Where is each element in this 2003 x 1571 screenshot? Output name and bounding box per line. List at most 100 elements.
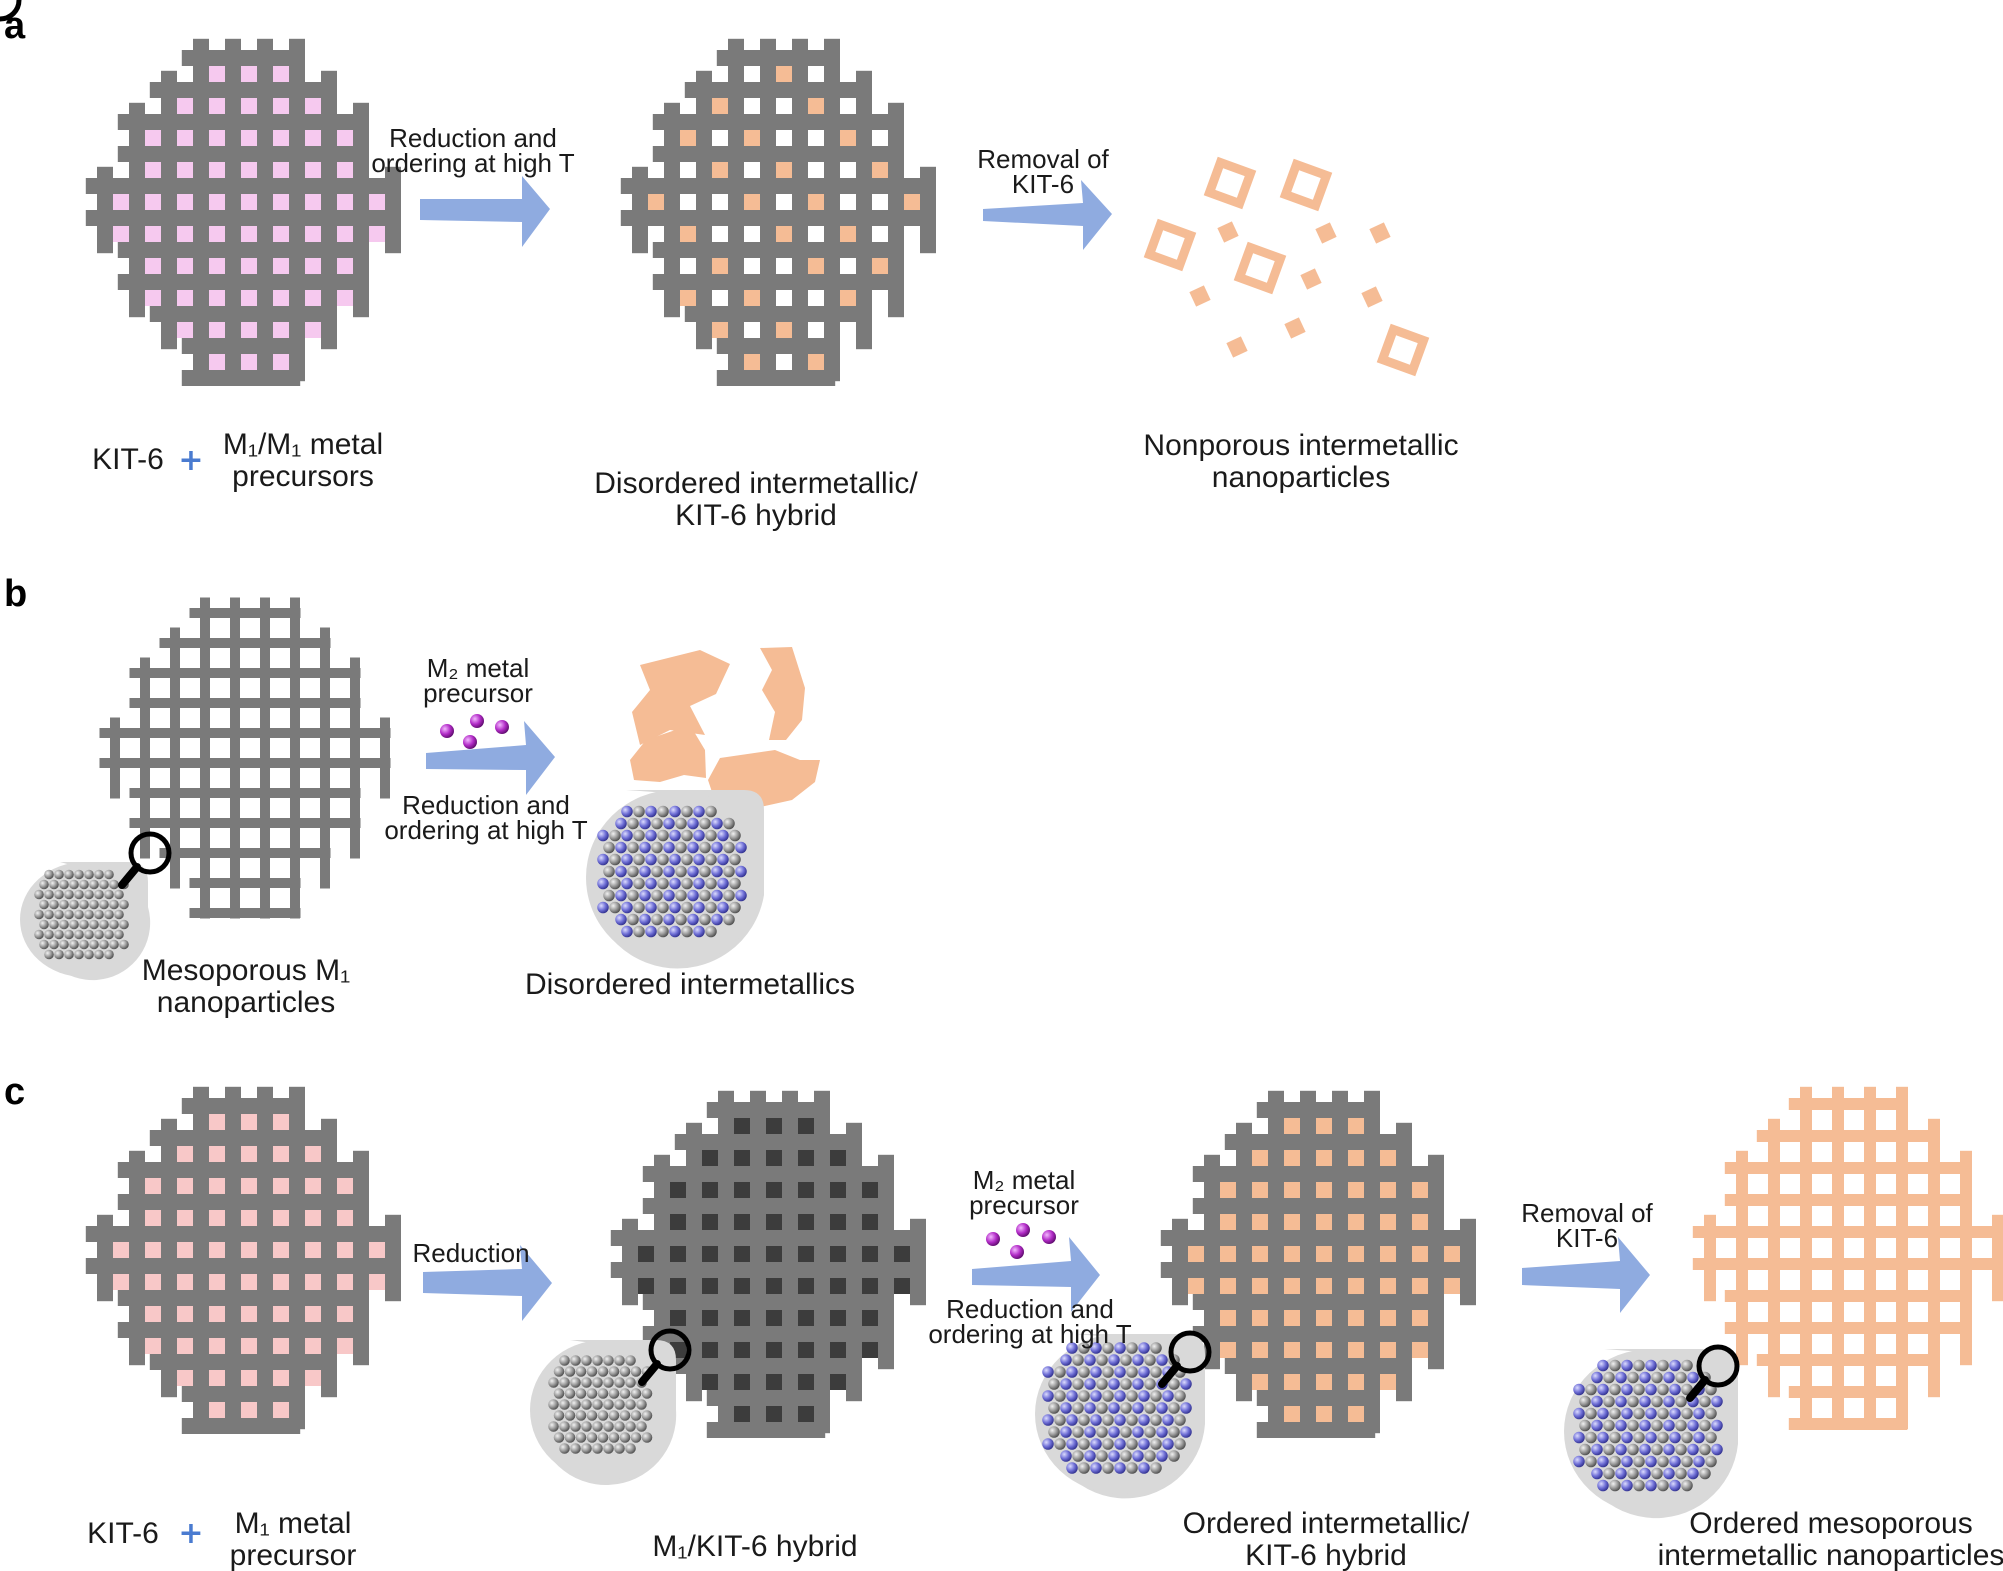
pore-fill <box>337 226 353 242</box>
framework-bar <box>1724 1290 1972 1302</box>
framework-bar <box>622 1218 638 1306</box>
pore-fill <box>798 1150 814 1166</box>
atom <box>630 1410 642 1421</box>
atom <box>603 1377 614 1388</box>
atom <box>1138 1390 1150 1402</box>
atom <box>675 865 687 878</box>
atom <box>564 1388 576 1399</box>
atom <box>1615 1443 1627 1456</box>
framework-bar <box>888 102 904 318</box>
atom <box>608 1366 620 1377</box>
atom <box>1669 1383 1681 1396</box>
atom <box>1072 1450 1084 1462</box>
atom <box>1132 1402 1144 1414</box>
pore-fill <box>830 1246 846 1262</box>
atom <box>609 853 621 866</box>
atom <box>49 899 59 910</box>
atom <box>44 949 54 960</box>
pore-fill <box>702 1310 718 1326</box>
atom <box>597 1366 609 1377</box>
framework-bar <box>189 878 301 888</box>
framework-bar <box>814 1090 830 1434</box>
pore-fill <box>894 1278 910 1294</box>
pore-fill <box>1348 1118 1364 1134</box>
pore-fill <box>1252 1310 1268 1326</box>
atom <box>570 1355 581 1366</box>
framework-bar <box>321 1118 337 1398</box>
framework-bar <box>718 1090 734 1434</box>
m2-precursor-atom <box>440 724 454 738</box>
intermetallic-blob <box>760 647 805 740</box>
pore-fill <box>1220 1246 1236 1262</box>
pore-fill <box>1188 1278 1204 1294</box>
panel-b-letter: b <box>4 573 27 615</box>
atom <box>79 919 89 930</box>
pore-fill <box>177 1306 193 1322</box>
atom <box>109 899 119 910</box>
framework-bar <box>1332 1090 1348 1434</box>
panel-a-nonporous-nanoparticles <box>1143 156 1430 377</box>
atom <box>609 829 621 842</box>
atom <box>1078 1342 1090 1354</box>
pore-fill <box>177 226 193 242</box>
pore-fill <box>337 162 353 178</box>
pore-fill <box>766 1374 782 1390</box>
pore-fill <box>904 194 920 210</box>
pore-fill <box>798 1342 814 1358</box>
framework-bar <box>129 102 145 318</box>
atom <box>1699 1443 1711 1456</box>
atom <box>109 919 119 930</box>
atom <box>1651 1443 1663 1456</box>
pore-fill <box>808 194 824 210</box>
atom <box>1156 1402 1168 1414</box>
panel-b-arrow-bottom-line2: ordering at high T <box>384 815 587 845</box>
atom <box>1657 1383 1669 1396</box>
atom <box>1591 1443 1603 1456</box>
atom <box>44 869 54 880</box>
atom <box>657 805 669 818</box>
atom <box>1579 1419 1591 1432</box>
pore-fill <box>177 162 193 178</box>
framework-bar <box>1428 1154 1444 1370</box>
pore-fill <box>273 66 289 82</box>
atom <box>1597 1359 1609 1372</box>
atom <box>1651 1467 1663 1480</box>
atom <box>723 817 735 830</box>
pore-fill <box>241 1402 257 1418</box>
framework-bar <box>878 1154 894 1370</box>
atom <box>645 805 657 818</box>
atom <box>663 865 675 878</box>
atom <box>1573 1431 1585 1444</box>
pore-fill <box>734 1374 750 1390</box>
pore-fill <box>1220 1182 1236 1198</box>
pore-fill <box>337 1306 353 1322</box>
atom <box>609 877 621 890</box>
atom <box>681 853 693 866</box>
framework-bar <box>728 38 744 382</box>
pore-fill <box>808 258 824 274</box>
atom <box>575 1432 587 1443</box>
atom <box>699 817 711 830</box>
panel-c-arrow3-label-line2: KIT-6 <box>1556 1223 1618 1253</box>
atom <box>592 1421 603 1432</box>
atom <box>615 913 627 926</box>
atom <box>1054 1390 1066 1402</box>
atom <box>609 901 621 914</box>
atom <box>1687 1467 1699 1480</box>
nanoparticle <box>1189 285 1211 307</box>
pore-fill <box>305 162 321 178</box>
pore-fill <box>337 194 353 210</box>
atom <box>1609 1359 1621 1372</box>
atom <box>630 1366 642 1377</box>
panel-b-disordered-intermetallics <box>630 647 820 808</box>
atom <box>1102 1438 1114 1450</box>
atom <box>669 925 681 938</box>
atom <box>1687 1371 1699 1384</box>
atom <box>1645 1431 1657 1444</box>
atom <box>1180 1378 1192 1390</box>
pore-fill <box>1380 1150 1396 1166</box>
panel-b-arrow <box>426 721 555 795</box>
pore-fill <box>273 194 289 210</box>
pore-fill <box>113 1242 129 1258</box>
pore-fill <box>1380 1246 1396 1262</box>
